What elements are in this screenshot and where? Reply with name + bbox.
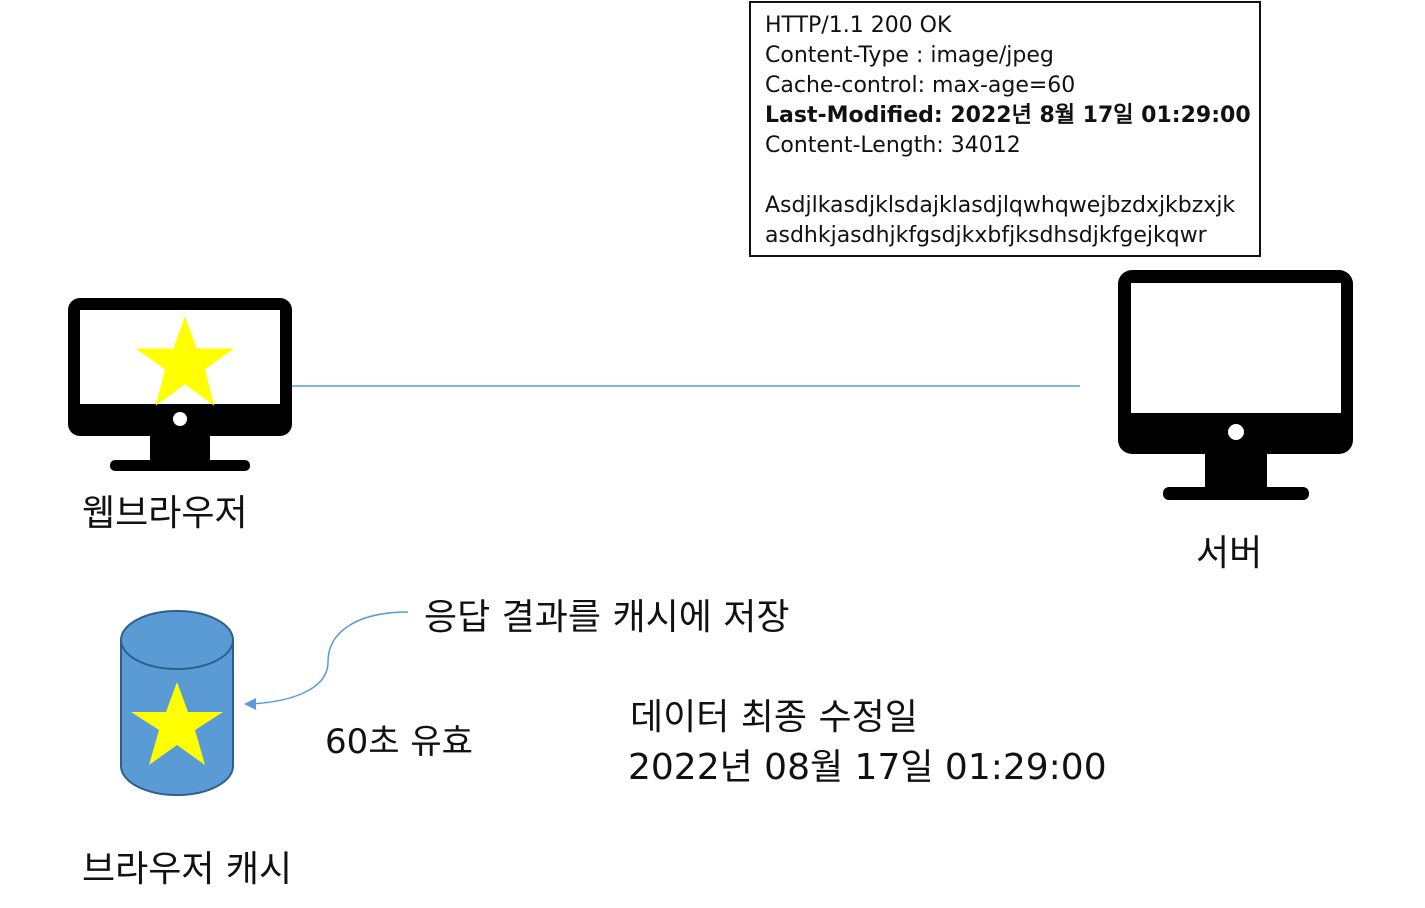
arrow-head-icon (244, 698, 256, 710)
last-modified-header: Last-Modified: 2022년 8월 17일 01:29:00 (765, 103, 1251, 128)
body-line-2: asdhkjasdhjkfgsdjkxbfjksdhsdjkfgejkqwr (765, 223, 1207, 248)
server-monitor-icon (1118, 270, 1353, 500)
valid-duration-label: 60초 유효 (325, 722, 473, 762)
store-cache-caption: 응답 결과를 캐시에 저장 (424, 597, 790, 638)
browser-monitor-icon (68, 298, 292, 471)
last-modified-value: 2022년 08월 17일 01:29:00 (628, 747, 1107, 788)
star-icon (135, 316, 235, 406)
body-line-1: Asdjlkasdjklsdajklasdjlqwhqwejbzdxjkbzxj… (765, 193, 1236, 218)
content-type-header: Content-Type : image/jpeg (765, 43, 1054, 68)
store-arrow (249, 611, 409, 705)
last-modified-title: 데이터 최종 수정일 (630, 697, 918, 738)
browser-cache-label: 브라우저 캐시 (82, 849, 293, 890)
status-line: HTTP/1.1 200 OK (765, 13, 952, 38)
http-response-box: HTTP/1.1 200 OK Content-Type : image/jpe… (749, 1, 1261, 257)
star-icon (131, 682, 223, 765)
content-length-header: Content-Length: 34012 (765, 133, 1021, 158)
browser-label: 웹브라우저 (82, 493, 248, 534)
server-label: 서버 (1196, 533, 1263, 574)
cache-control-header: Cache-control: max-age=60 (765, 73, 1076, 98)
cache-database-icon (120, 610, 234, 796)
